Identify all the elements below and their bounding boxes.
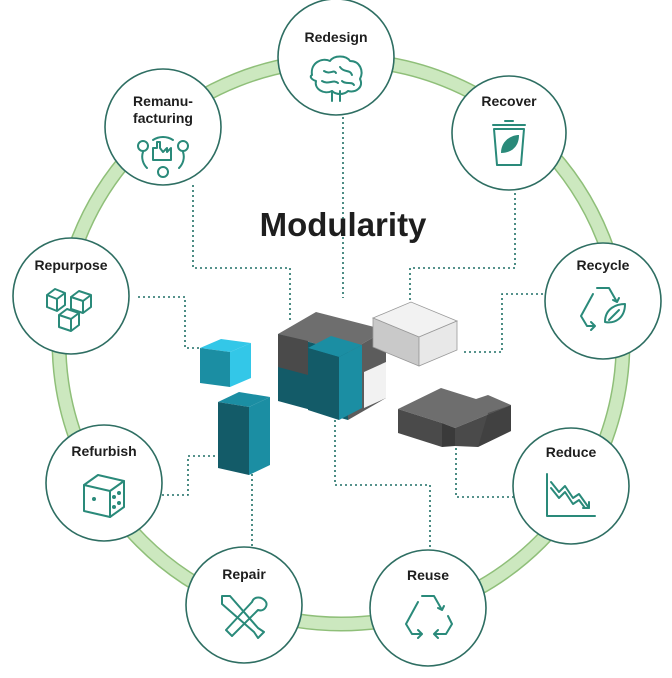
node-label-remanufacturing-2: facturing — [133, 110, 193, 126]
decline-chart-icon — [546, 473, 596, 517]
modular-blocks — [200, 301, 511, 475]
dice-box-icon — [83, 474, 125, 518]
connector-recycle — [462, 293, 543, 353]
node-label-recycle: Recycle — [577, 257, 630, 273]
connector-reuse — [334, 415, 431, 563]
node-label-recover: Recover — [481, 93, 537, 109]
node-reuse: Reuse — [369, 549, 487, 667]
node-label-refurbish: Refurbish — [71, 443, 136, 459]
node-repair: Repair — [185, 546, 303, 664]
factory-cycle-icon — [137, 136, 189, 178]
connector-recover — [409, 188, 516, 305]
cubes-icon — [46, 288, 92, 332]
recycle-icon — [405, 595, 453, 639]
node-label-remanufacturing-1: Remanu- — [133, 93, 193, 109]
node-label-reuse: Reuse — [407, 567, 449, 583]
node-label-repair: Repair — [222, 566, 266, 582]
connector-lines — [138, 92, 543, 575]
node-reduce: Reduce — [512, 427, 630, 545]
node-recycle: Recycle — [544, 242, 662, 360]
node-label-redesign: Redesign — [304, 29, 367, 45]
node-redesign: Redesign — [277, 0, 395, 116]
light-grey-slab — [371, 301, 459, 367]
main-cube — [278, 312, 386, 420]
connector-reduce — [455, 440, 514, 498]
tools-icon — [221, 595, 268, 639]
node-remanufacturing: Remanu- facturing — [104, 68, 222, 186]
connector-refurbish — [162, 455, 218, 496]
recycle-leaf-icon — [580, 287, 626, 331]
node-label-repurpose: Repurpose — [34, 257, 107, 273]
connector-repurpose — [138, 296, 205, 349]
node-recover: Recover — [451, 75, 567, 191]
tall-teal-column — [218, 392, 270, 475]
connector-remanufacturing — [192, 185, 291, 320]
diagram-title: Modularity — [260, 206, 427, 243]
small-teal-cube — [200, 339, 251, 387]
bin-icon — [492, 120, 526, 166]
node-repurpose: Repurpose — [12, 237, 130, 355]
brain-icon — [309, 55, 363, 102]
node-label-reduce: Reduce — [546, 444, 597, 460]
dark-l-block — [398, 388, 511, 447]
node-refurbish: Refurbish — [45, 424, 163, 542]
